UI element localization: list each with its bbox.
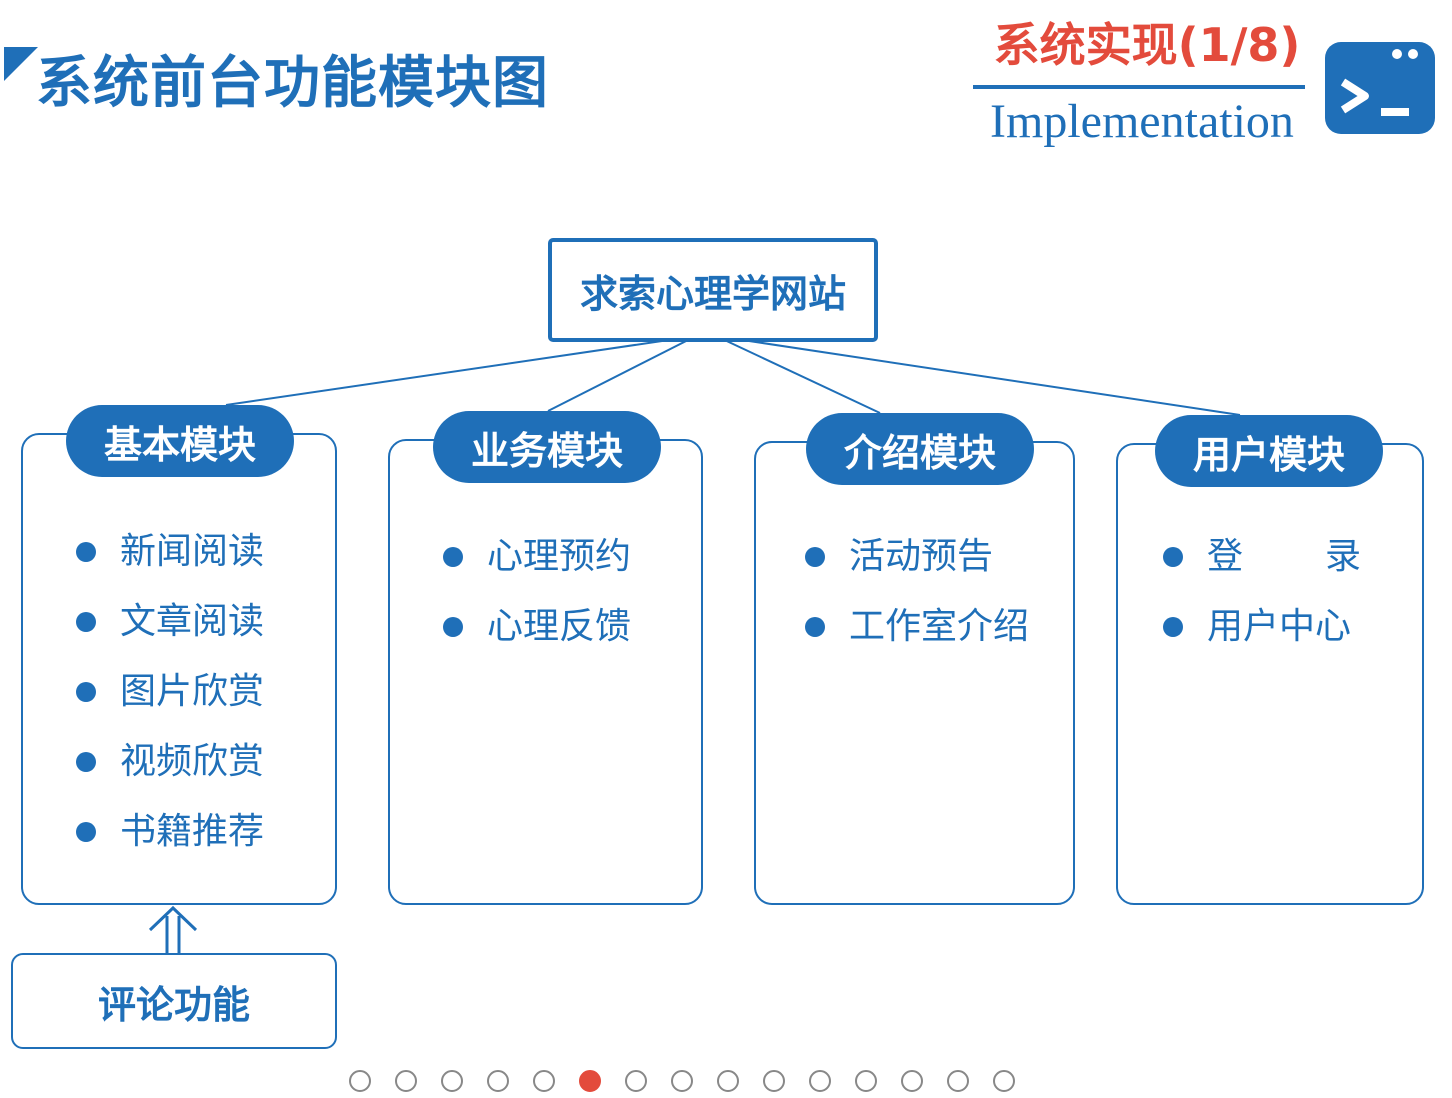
section-rule (973, 85, 1305, 89)
connector-basic (225, 335, 697, 406)
module-title-intro: 介绍模块 (806, 413, 1034, 485)
pager-dot-6[interactable] (579, 1070, 601, 1092)
list-item: 心理反馈 (443, 609, 631, 645)
list-item: 活动预告 (805, 539, 993, 575)
list-item: 文章阅读 (76, 604, 264, 640)
pager-dot-1[interactable] (349, 1070, 371, 1092)
module-card-user (1116, 443, 1424, 905)
list-item: 新闻阅读 (76, 534, 264, 570)
list-item: 心理预约 (443, 539, 631, 575)
bullet-icon (76, 752, 96, 772)
pager-dot-5[interactable] (533, 1070, 555, 1092)
page-title: 系统前台功能模块图 (36, 51, 549, 116)
pager-dot-2[interactable] (395, 1070, 417, 1092)
corner-mark (4, 47, 38, 81)
terminal-icon (1325, 42, 1435, 134)
module-card-intro (754, 441, 1075, 905)
pager-dot-9[interactable] (717, 1070, 739, 1092)
module-title-user: 用户模块 (1155, 415, 1383, 487)
module-card-basic (21, 433, 337, 905)
connector-intro (715, 335, 881, 414)
bullet-icon (805, 547, 825, 567)
section-title: 系统实现(1/8) (993, 18, 1301, 72)
pager-dot-8[interactable] (671, 1070, 693, 1092)
list-item: 用户中心 (1163, 609, 1351, 645)
pager (349, 1070, 1039, 1092)
pager-dot-11[interactable] (809, 1070, 831, 1092)
bullet-icon (76, 542, 96, 562)
section-subtitle: Implementation (990, 95, 1294, 148)
pager-dot-3[interactable] (441, 1070, 463, 1092)
bullet-icon (1163, 617, 1183, 637)
bullet-icon (443, 547, 463, 567)
list-item: 书籍推荐 (76, 814, 264, 850)
bullet-icon (76, 822, 96, 842)
module-title-basic: 基本模块 (66, 405, 294, 477)
bullet-icon (76, 682, 96, 702)
list-item: 图片欣赏 (76, 674, 264, 710)
pager-dot-7[interactable] (625, 1070, 647, 1092)
arrow-up-icon (148, 905, 198, 954)
module-title-business: 业务模块 (433, 411, 661, 483)
pager-dot-14[interactable] (947, 1070, 969, 1092)
connector-business (547, 335, 697, 412)
list-item: 工作室介绍 (805, 609, 1029, 645)
list-item: 登录 (1163, 539, 1443, 575)
pager-dot-12[interactable] (855, 1070, 877, 1092)
module-card-business (388, 439, 703, 905)
comment-node: 评论功能 (11, 953, 337, 1049)
list-item: 视频欣赏 (76, 744, 264, 780)
root-node: 求索心理学网站 (548, 238, 878, 342)
bullet-icon (805, 617, 825, 637)
pager-dot-4[interactable] (487, 1070, 509, 1092)
pager-dot-13[interactable] (901, 1070, 923, 1092)
pager-dot-10[interactable] (763, 1070, 785, 1092)
bullet-icon (1163, 547, 1183, 567)
bullet-icon (76, 612, 96, 632)
bullet-icon (443, 617, 463, 637)
connector-user (715, 335, 1241, 416)
pager-dot-15[interactable] (993, 1070, 1015, 1092)
